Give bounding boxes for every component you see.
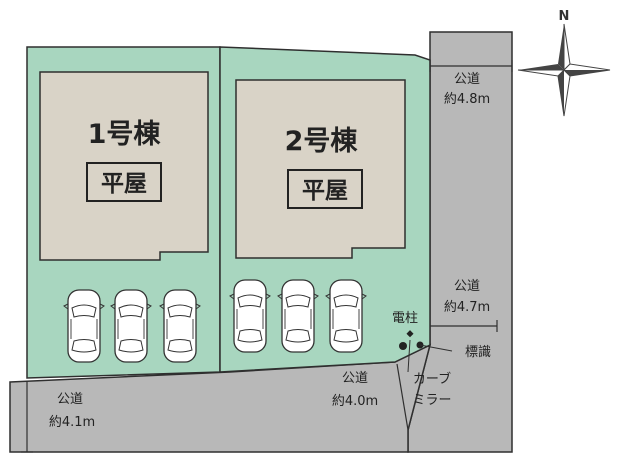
road-east-lower-label-2: 約4.7m bbox=[444, 300, 490, 315]
parking-car-5 bbox=[277, 279, 319, 353]
road-south-right-label-2: 約4.0m bbox=[332, 394, 378, 409]
traffic-sign-leader bbox=[419, 344, 453, 352]
compass-icon: N bbox=[517, 9, 611, 117]
traffic-sign-label: 標識 bbox=[465, 345, 491, 360]
building-1 bbox=[39, 71, 209, 261]
building-1-type-box bbox=[86, 162, 162, 202]
parking-car-3 bbox=[159, 289, 201, 363]
curve-mirror-label-2: ミラー bbox=[412, 393, 451, 408]
utility-pole-label: 電柱 bbox=[392, 311, 418, 326]
road-south-right-dimension bbox=[396, 363, 409, 431]
road-south-left-label-1: 公道 bbox=[57, 392, 83, 407]
utility-pole-icon bbox=[399, 342, 407, 350]
parking-car-2 bbox=[110, 289, 152, 363]
curve-mirror-label-1: カーブ bbox=[413, 371, 451, 387]
parking-car-4 bbox=[229, 279, 271, 353]
road-east-lower-label-1: 公道 bbox=[454, 279, 480, 294]
building-2-name: 2号棟 bbox=[285, 126, 359, 157]
parking-car-1 bbox=[63, 289, 105, 363]
road-south-left-label-2: 約4.1m bbox=[49, 415, 95, 430]
road-south-right-label-1: 公道 bbox=[342, 371, 368, 386]
parking-car-6 bbox=[325, 279, 367, 353]
curve-mirror-icon bbox=[406, 330, 414, 338]
building-1-name: 1号棟 bbox=[88, 119, 162, 150]
building-2-type: 平屋 bbox=[302, 178, 348, 204]
compass-north-label: N bbox=[559, 9, 570, 24]
road-east-upper-label-1: 公道 bbox=[454, 72, 480, 87]
building-1-type: 平屋 bbox=[101, 171, 147, 197]
curve-mirror-leader bbox=[407, 339, 411, 373]
road-east-upper-label-2: 約4.8m bbox=[444, 92, 490, 107]
building-2-type-box bbox=[287, 169, 363, 209]
